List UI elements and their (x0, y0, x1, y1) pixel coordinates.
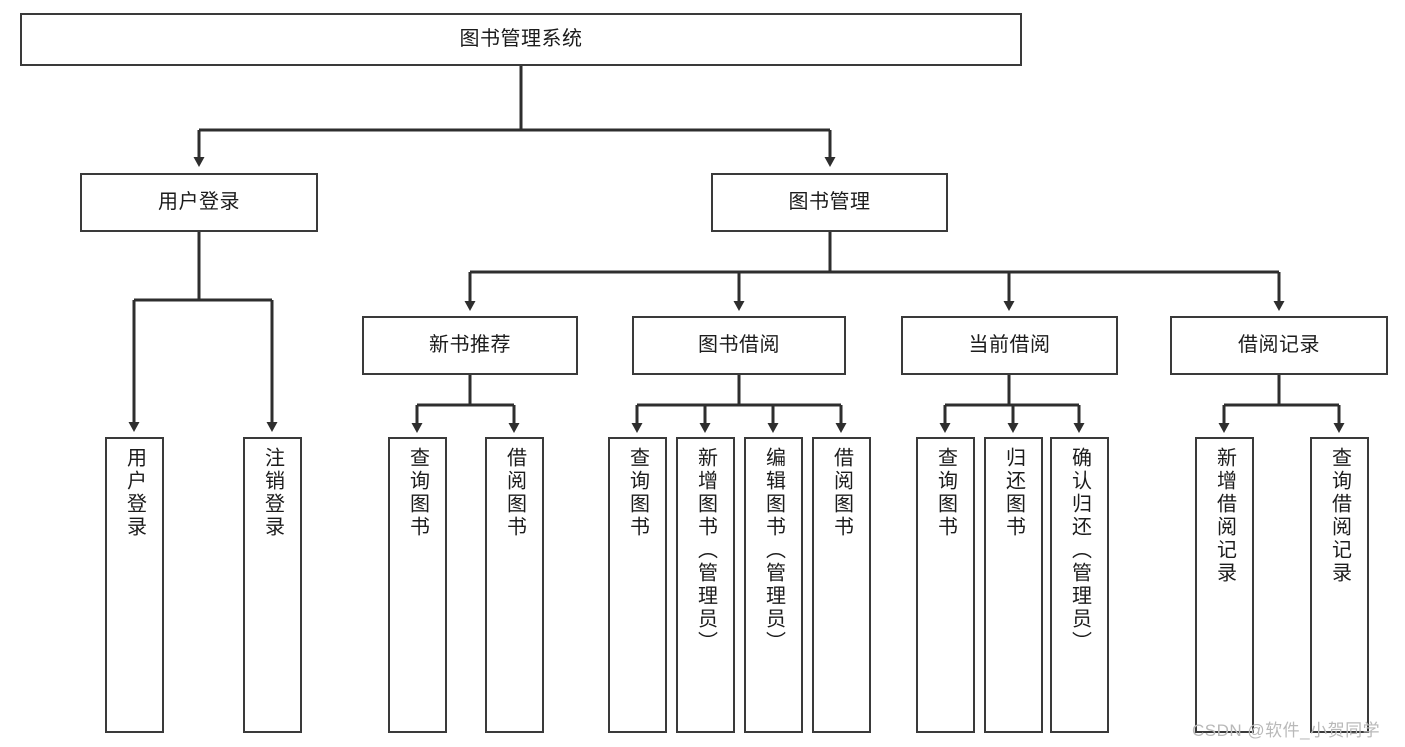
node-leaf-add-book-label: 新增图书（管理员） (694, 447, 717, 654)
node-leaf-borrow-book-1-label: 借阅图书 (503, 447, 526, 539)
node-book-borrow-label: 图书借阅 (698, 334, 780, 356)
node-leaf-query-book-3-label: 查询图书 (934, 447, 957, 539)
node-leaf-query-book-2-label: 查询图书 (626, 447, 649, 539)
node-leaf-query-book-3[interactable]: 查询图书 (916, 437, 975, 733)
node-leaf-add-book[interactable]: 新增图书（管理员） (676, 437, 735, 733)
node-new-book-rec[interactable]: 新书推荐 (362, 316, 578, 375)
node-leaf-add-record[interactable]: 新增借阅记录 (1195, 437, 1254, 733)
node-leaf-edit-book-label: 编辑图书（管理员） (762, 447, 785, 654)
node-current-borrow[interactable]: 当前借阅 (901, 316, 1118, 375)
node-borrow-record[interactable]: 借阅记录 (1170, 316, 1388, 375)
node-leaf-logout-label: 注销登录 (261, 447, 284, 539)
node-leaf-user-login[interactable]: 用户登录 (105, 437, 164, 733)
node-leaf-borrow-book-2[interactable]: 借阅图书 (812, 437, 871, 733)
node-borrow-record-label: 借阅记录 (1238, 334, 1320, 356)
node-leaf-logout[interactable]: 注销登录 (243, 437, 302, 733)
node-root-label: 图书管理系统 (459, 28, 583, 50)
node-book-borrow[interactable]: 图书借阅 (632, 316, 846, 375)
node-leaf-query-book-1-label: 查询图书 (406, 447, 429, 539)
node-leaf-borrow-book-2-label: 借阅图书 (830, 447, 853, 539)
node-book-manage-label: 图书管理 (788, 191, 871, 213)
node-new-book-rec-label: 新书推荐 (429, 334, 511, 356)
node-leaf-return-book[interactable]: 归还图书 (984, 437, 1043, 733)
node-leaf-add-record-label: 新增借阅记录 (1213, 447, 1236, 585)
node-leaf-confirm-return-label: 确认归还（管理员） (1068, 447, 1091, 654)
node-leaf-borrow-book-1[interactable]: 借阅图书 (485, 437, 544, 733)
node-book-manage[interactable]: 图书管理 (711, 173, 948, 232)
node-leaf-confirm-return[interactable]: 确认归还（管理员） (1050, 437, 1109, 733)
node-leaf-query-book-1[interactable]: 查询图书 (388, 437, 447, 733)
node-root[interactable]: 图书管理系统 (20, 13, 1022, 66)
node-leaf-query-record[interactable]: 查询借阅记录 (1310, 437, 1369, 733)
node-leaf-query-record-label: 查询借阅记录 (1328, 447, 1351, 585)
node-user-login[interactable]: 用户登录 (80, 173, 318, 232)
node-leaf-query-book-2[interactable]: 查询图书 (608, 437, 667, 733)
node-leaf-return-book-label: 归还图书 (1002, 447, 1025, 539)
node-leaf-edit-book[interactable]: 编辑图书（管理员） (744, 437, 803, 733)
node-current-borrow-label: 当前借阅 (968, 334, 1051, 356)
watermark-text: CSDN @软件_小贺同学 (1192, 721, 1381, 740)
node-user-login-label: 用户登录 (158, 191, 240, 213)
node-leaf-user-login-label: 用户登录 (123, 447, 146, 539)
